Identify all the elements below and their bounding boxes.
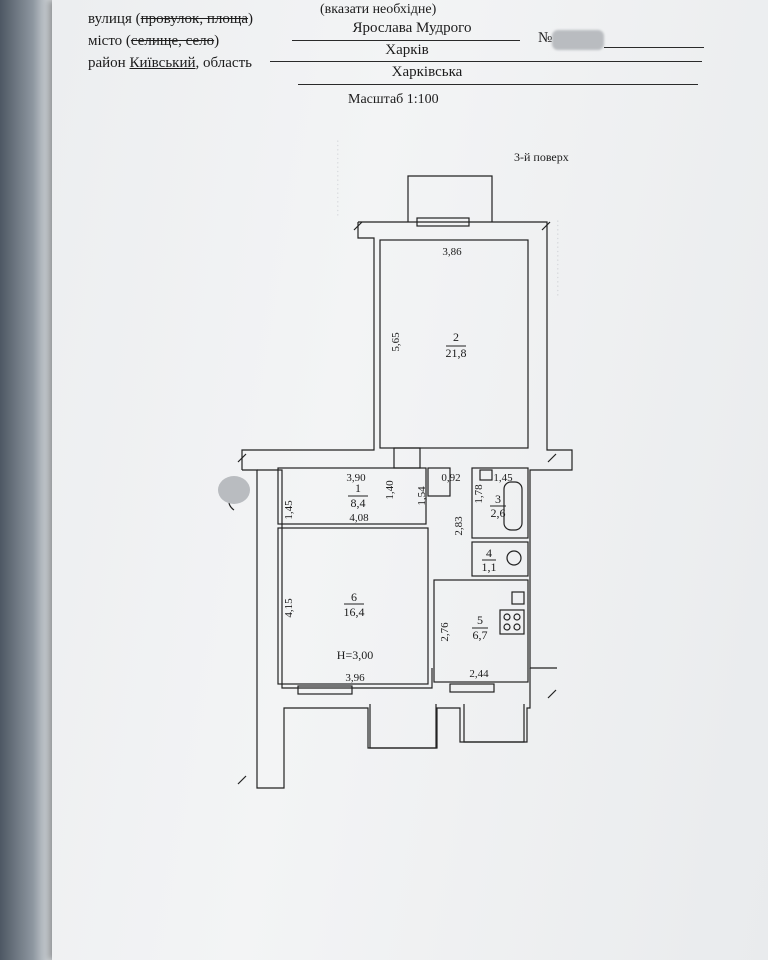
dim-565: 5,65 bbox=[390, 332, 402, 352]
plan-wall bbox=[358, 221, 573, 669]
dim-178: 1,78 bbox=[473, 484, 485, 504]
city-value: Харків bbox=[385, 42, 429, 58]
room-4-area: 1,1 bbox=[481, 560, 497, 574]
floor-label: 3-й поверх bbox=[514, 150, 569, 164]
binder-edge bbox=[0, 0, 60, 960]
dim-092: 0,92 bbox=[441, 472, 461, 484]
plan-wall bbox=[241, 222, 375, 470]
window-top bbox=[416, 217, 470, 227]
document-page: ……………… ……………… (вказати необхідне) вулиця… bbox=[52, 0, 768, 960]
room-2-outline bbox=[379, 239, 529, 449]
room-6-outline bbox=[277, 527, 429, 685]
room-4-outline bbox=[471, 541, 529, 577]
room-2-area: 21,8 bbox=[445, 346, 467, 360]
stove-icon bbox=[499, 609, 525, 635]
balcony-bottom-left bbox=[369, 704, 437, 749]
room-6-number: 6 bbox=[351, 590, 357, 604]
dim-396: 3,96 bbox=[345, 672, 365, 684]
dim-276: 2,76 bbox=[439, 622, 451, 642]
room-6-area: 16,4 bbox=[343, 605, 365, 619]
redacted-number bbox=[552, 30, 604, 50]
room-1-area: 8,4 bbox=[350, 496, 366, 510]
room-3-outline bbox=[471, 467, 529, 539]
room-1-number: 1 bbox=[355, 481, 361, 495]
door-2 bbox=[427, 467, 451, 497]
window-bottom-right bbox=[449, 683, 495, 693]
ceiling-height: Н=3,00 bbox=[336, 648, 374, 662]
window-bottom-left bbox=[297, 685, 353, 695]
dim-283: 2,83 bbox=[453, 516, 465, 536]
street-label: вулиця (провулок, площа) bbox=[88, 11, 254, 27]
dim-154: 1,54 bbox=[416, 486, 428, 506]
dim-386: 3,86 bbox=[442, 246, 462, 258]
toilet-icon bbox=[506, 550, 522, 566]
street-value: Ярослава Мудрого bbox=[352, 20, 472, 36]
city-label: місто (селище, село) bbox=[88, 33, 220, 49]
kitchen-sink-icon bbox=[511, 591, 525, 605]
room-5-area: 6,7 bbox=[472, 628, 488, 642]
redacted-mark bbox=[218, 476, 250, 504]
district-label: район Київський, область bbox=[88, 55, 252, 71]
plan-wall bbox=[242, 469, 531, 789]
header-note: (вказати необхідне) bbox=[320, 2, 437, 17]
room-3-area: 2,6 bbox=[490, 506, 506, 520]
dim-145: 1,45 bbox=[493, 472, 513, 484]
balcony-bottom-right bbox=[463, 704, 525, 743]
dim-390: 3,90 bbox=[346, 472, 366, 484]
dim-145b: 1,45 bbox=[283, 500, 295, 520]
room-2-number: 2 bbox=[453, 330, 459, 344]
door-1 bbox=[393, 447, 421, 469]
room-5-number: 5 bbox=[477, 613, 483, 627]
room-1-outline bbox=[277, 467, 427, 525]
room-5-outline bbox=[433, 579, 529, 683]
plan-wall bbox=[257, 469, 433, 689]
dim-408: 4,08 bbox=[349, 512, 369, 524]
region-value: Харківська bbox=[391, 64, 463, 80]
sink-icon bbox=[479, 469, 493, 481]
dim-415: 4,15 bbox=[283, 598, 295, 618]
room-3-number: 3 bbox=[495, 492, 501, 506]
balcony-top bbox=[407, 175, 493, 222]
dim-140: 1,40 bbox=[384, 480, 396, 500]
scale-label: Масштаб 1:100 bbox=[348, 92, 439, 107]
number-label: № bbox=[538, 30, 553, 46]
room-4-number: 4 bbox=[486, 546, 492, 560]
dim-244: 2,44 bbox=[469, 668, 489, 680]
floor-plan bbox=[218, 175, 573, 789]
